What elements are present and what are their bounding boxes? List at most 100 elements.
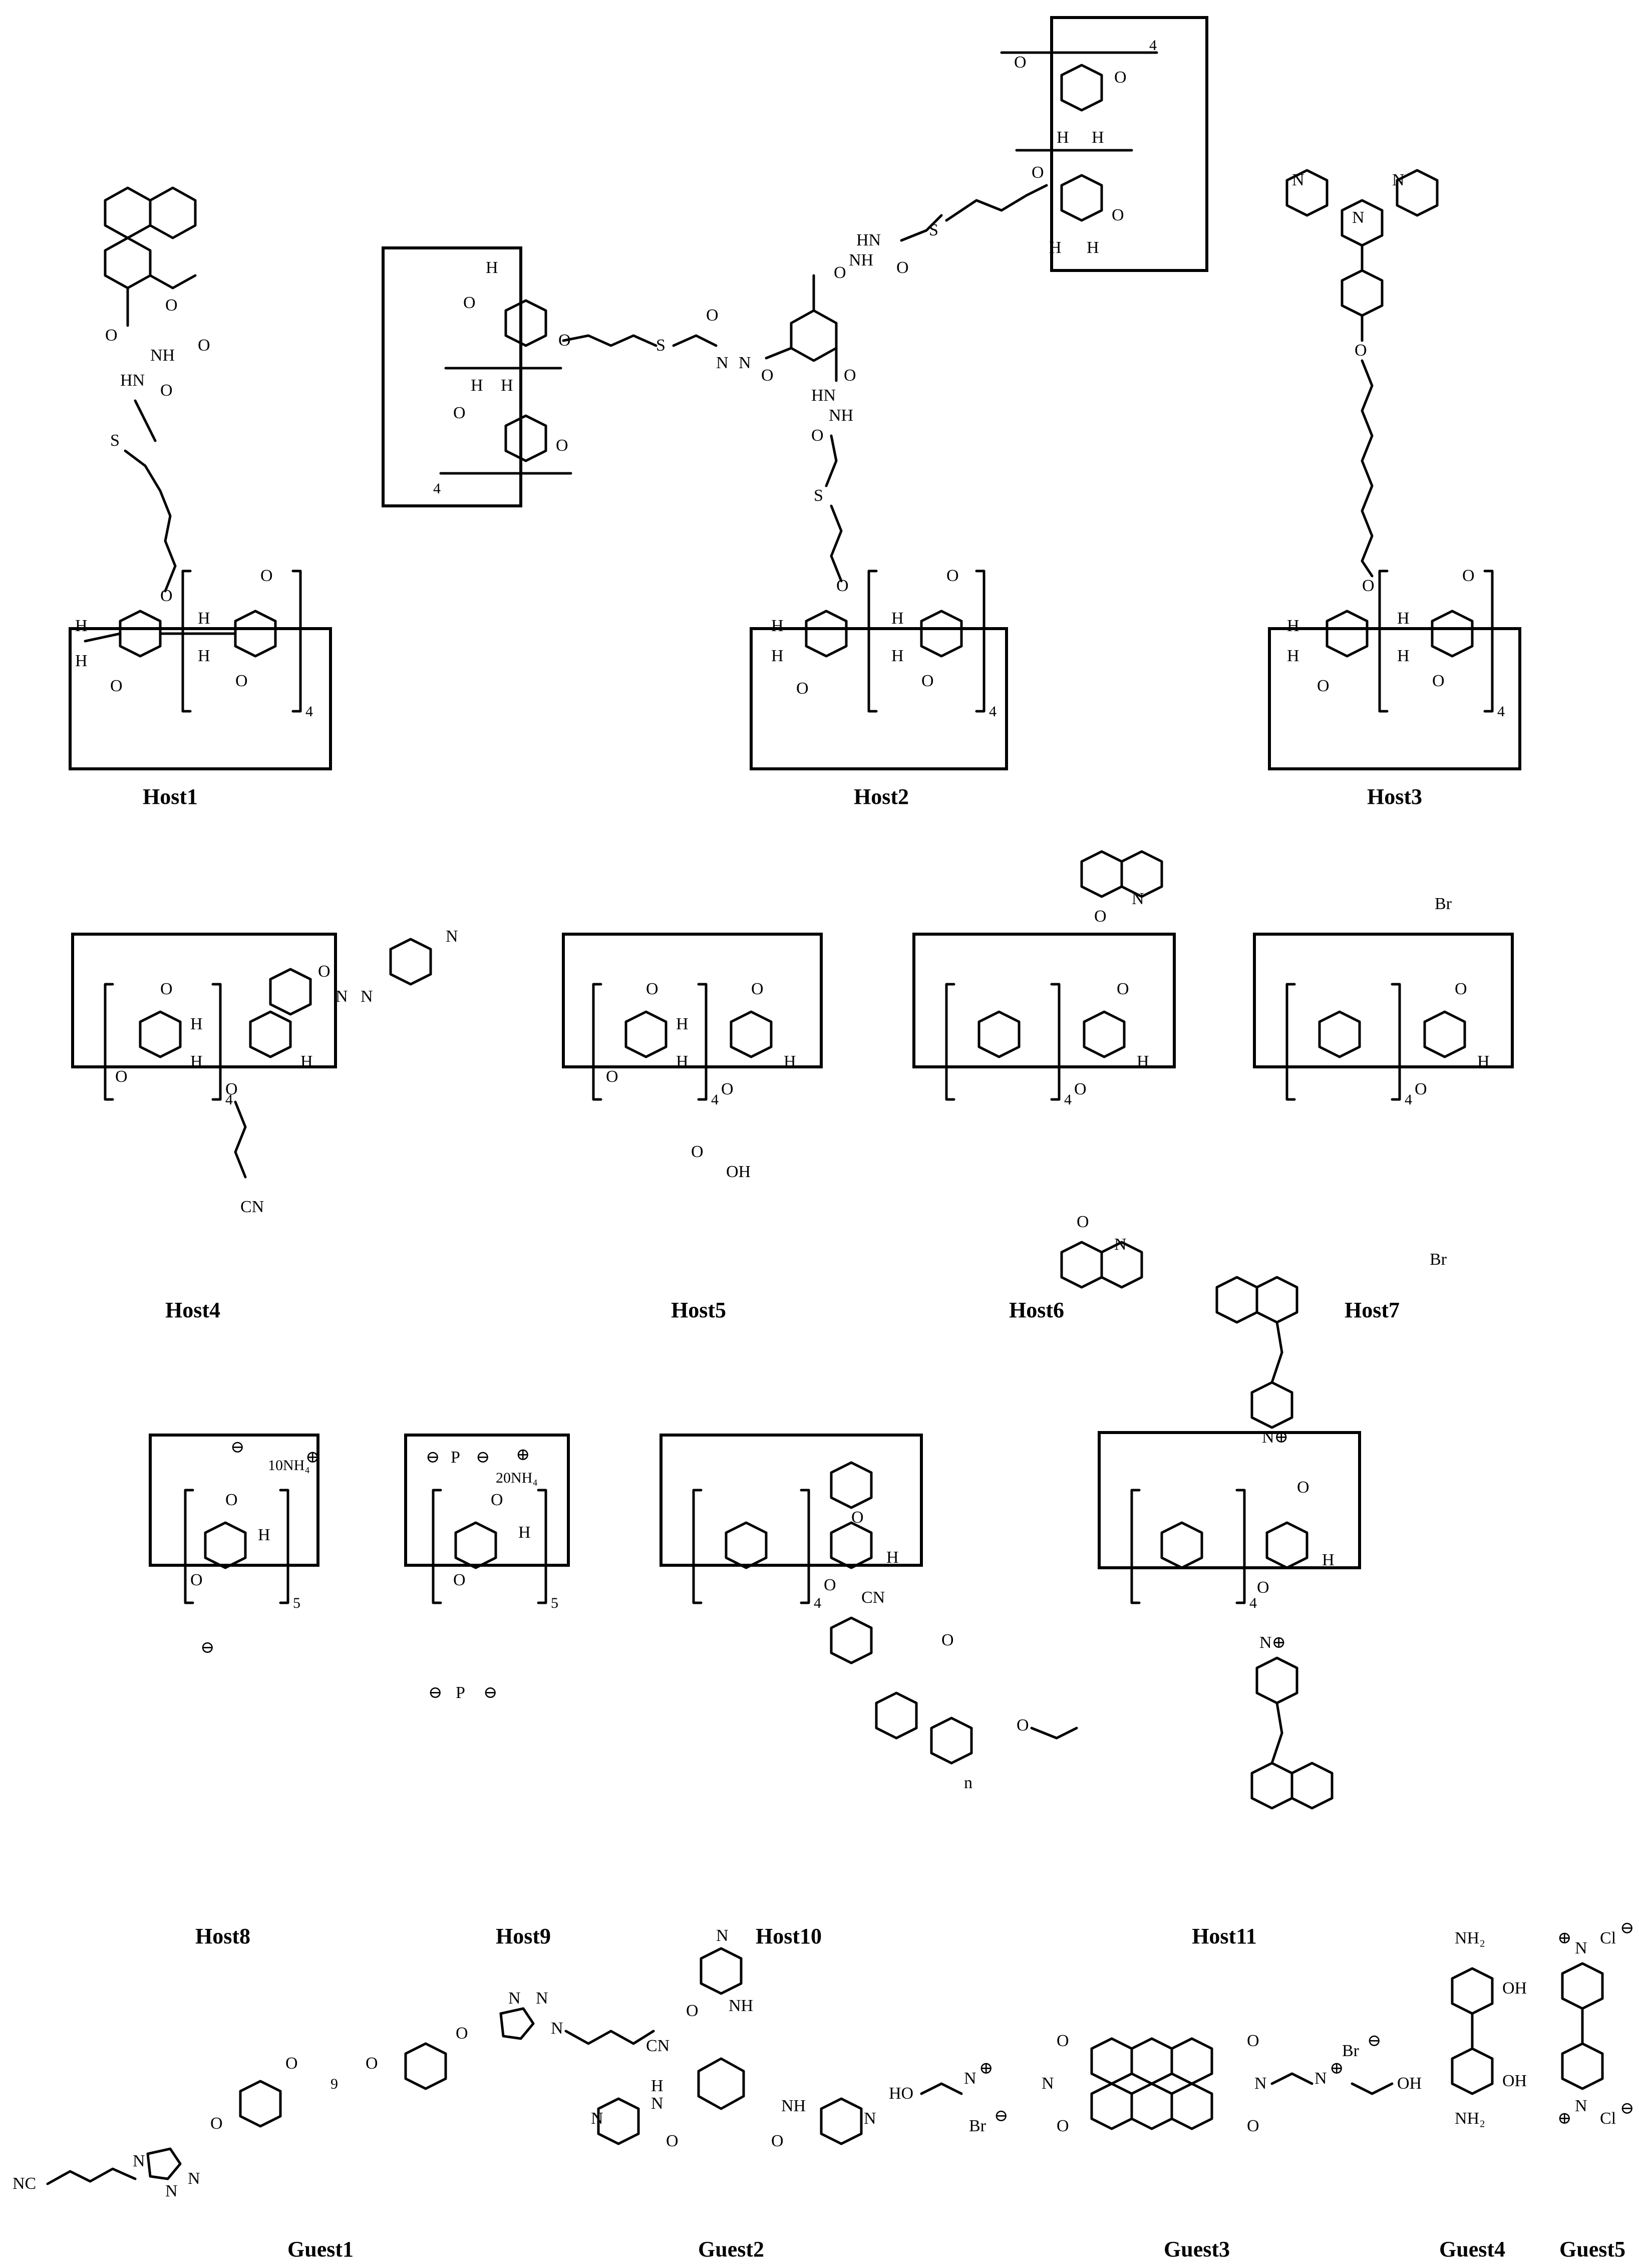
guest1-o4: O [456, 2024, 468, 2043]
guest3-structure: HO N ⊕ Br ⊖ N O O O O N N ⊕ Br ⊖ OH Gues… [889, 2032, 1422, 2261]
host3-n2: N [1352, 208, 1365, 227]
host10-o4: O [1017, 1716, 1029, 1735]
host3-label: Host3 [1367, 784, 1422, 809]
host2-c-s2: S [814, 486, 823, 505]
host3-h2: H [1287, 647, 1299, 665]
host3-o3: O [1317, 677, 1330, 695]
host3-repeat: 4 [1497, 703, 1505, 720]
host9-counterion: 20NH₄ [496, 1470, 538, 1486]
host3-structure: N N N O O H H O H H O O 4 Host3 [1268, 169, 1521, 809]
host5-o4: O [721, 1080, 734, 1098]
guest1-n5: N [536, 1989, 548, 2008]
guest3-minus2: ⊖ [1367, 2032, 1382, 2050]
host7-br1: Br [1435, 895, 1452, 913]
guest5-cl2: Cl [1600, 2109, 1616, 2128]
guest2-nh2: NH [781, 2097, 806, 2115]
host4-o2: O [115, 1067, 128, 1086]
host2-tr-o1: O [1014, 53, 1027, 72]
host1-o-ring: O [165, 296, 178, 315]
guest3-plus1: ⊕ [979, 2059, 994, 2078]
host2-c-o1: O [761, 366, 774, 385]
host9-minus3: ⊖ [428, 1683, 443, 1702]
host5-h3: H [784, 1052, 796, 1071]
guest3-oh: OH [1397, 2074, 1422, 2093]
host5-label: Host5 [671, 1298, 726, 1322]
host2-tr-o2: O [1114, 68, 1127, 87]
host1-repeat: 4 [305, 703, 313, 720]
host7-o2: O [1415, 1080, 1427, 1098]
guest3-minus1: ⊖ [994, 2107, 1009, 2125]
host2-l-h3: H [501, 376, 513, 395]
guest5-label: Guest5 [1559, 2237, 1625, 2261]
guest3-n1: N [1042, 2074, 1054, 2093]
host6-label: Host6 [1009, 1298, 1064, 1322]
host6-o3: O [1074, 1080, 1087, 1098]
host5-structure: 4 O O H H O H O O OH Host5 [562, 933, 823, 1322]
host6-o4: O [1077, 1213, 1089, 1231]
host9-label: Host9 [496, 1924, 551, 1948]
host2-b-h2: H [771, 647, 784, 665]
host2-l-o4: O [556, 436, 568, 455]
host5-o5: O [691, 1143, 704, 1161]
host2-structure: H O O H H O O 4 S O N N O O NH HN O S O … [382, 16, 1208, 809]
guest1-cn: CN [646, 2037, 670, 2055]
host8-minus1: ⊖ [230, 1438, 245, 1457]
host9-p1: P [451, 1448, 460, 1467]
host2-c-hn: HN [856, 231, 881, 249]
host2-tr-h1: H [1057, 128, 1069, 147]
host3-h4: H [1397, 647, 1410, 665]
host11-structure: N⊕ O 4 H O N⊕ Host11 [1098, 1276, 1361, 1948]
guest3-plus2: ⊕ [1330, 2059, 1344, 2078]
host2-tr-h3: H [1049, 238, 1062, 257]
host1-h2: H [75, 652, 88, 670]
guest2-h1: H [651, 2077, 664, 2095]
host5-oh: OH [726, 1163, 751, 1181]
host1-label: Host1 [143, 784, 198, 809]
host2-c-nh1: NH [849, 251, 873, 269]
host1-h1: H [75, 617, 88, 635]
guest4-nh2-top: NH₂ [1455, 1929, 1485, 1947]
host1-structure: O O O NH HN O S O H H O H H O O 4 Host1 [69, 186, 332, 809]
guest3-o1: O [1057, 2032, 1069, 2050]
host6-repeat: 4 [1064, 1091, 1072, 1108]
host11-n-plus2: N⊕ [1259, 1633, 1286, 1652]
host7-label: Host7 [1345, 1298, 1400, 1322]
host10-n: n [964, 1774, 972, 1792]
host2-c-o3: O [896, 258, 909, 277]
guest2-o3: O [771, 2132, 784, 2150]
host2-c-o7: O [836, 577, 849, 595]
guest4-oh-bot: OH [1502, 2072, 1527, 2090]
host10-o2: O [824, 1576, 836, 1594]
host11-o2: O [1257, 1578, 1269, 1597]
guest3-n2: N [1254, 2074, 1267, 2093]
host2-l-n2: N [739, 354, 751, 372]
host7-structure: Br 4 O H O Br Host7 [1253, 895, 1514, 1322]
guest3-label: Guest3 [1164, 2237, 1230, 2261]
host11-repeat: 4 [1249, 1595, 1257, 1611]
guest5-n2: N [1575, 2097, 1587, 2115]
guest2-n1: N [716, 1926, 729, 1945]
host2-c-nh2: NH [829, 406, 853, 425]
guest1-o2: O [285, 2054, 298, 2073]
guest2-label: Guest2 [698, 2237, 764, 2261]
host5-h2: H [676, 1052, 689, 1071]
host2-b-o1: O [796, 679, 809, 698]
guest4-structure: NH₂ OH OH NH₂ Guest4 [1439, 1929, 1527, 2261]
guest5-structure: ⊕ N Cl ⊖ ⊕ N Cl ⊖ Guest5 [1557, 1919, 1634, 2261]
guest1-nc: NC [13, 2174, 36, 2193]
host5-h1: H [676, 1015, 689, 1033]
host10-cn: CN [861, 1588, 885, 1607]
host11-h1: H [1322, 1551, 1335, 1569]
guest1-structure: NC N N N O O 9 O O N N N CN Guest1 [13, 1989, 670, 2261]
host3-n1: N [1292, 171, 1304, 189]
host1-o-me3: O [235, 672, 248, 690]
host7-repeat: 4 [1405, 1091, 1412, 1108]
host8-structure: ⊖ 10NH₄ ⊕ 5 O O H ⊖ Host8 [149, 1434, 320, 1948]
host4-o-ox: O [318, 962, 331, 981]
guest5-plus1: ⊕ [1557, 1929, 1572, 1947]
host1-h4: H [198, 647, 210, 665]
host1-h3: H [198, 609, 210, 628]
host2-b-h3: H [891, 609, 904, 628]
guest3-o3: O [1247, 2032, 1259, 2050]
guest5-n1: N [1575, 1939, 1587, 1957]
